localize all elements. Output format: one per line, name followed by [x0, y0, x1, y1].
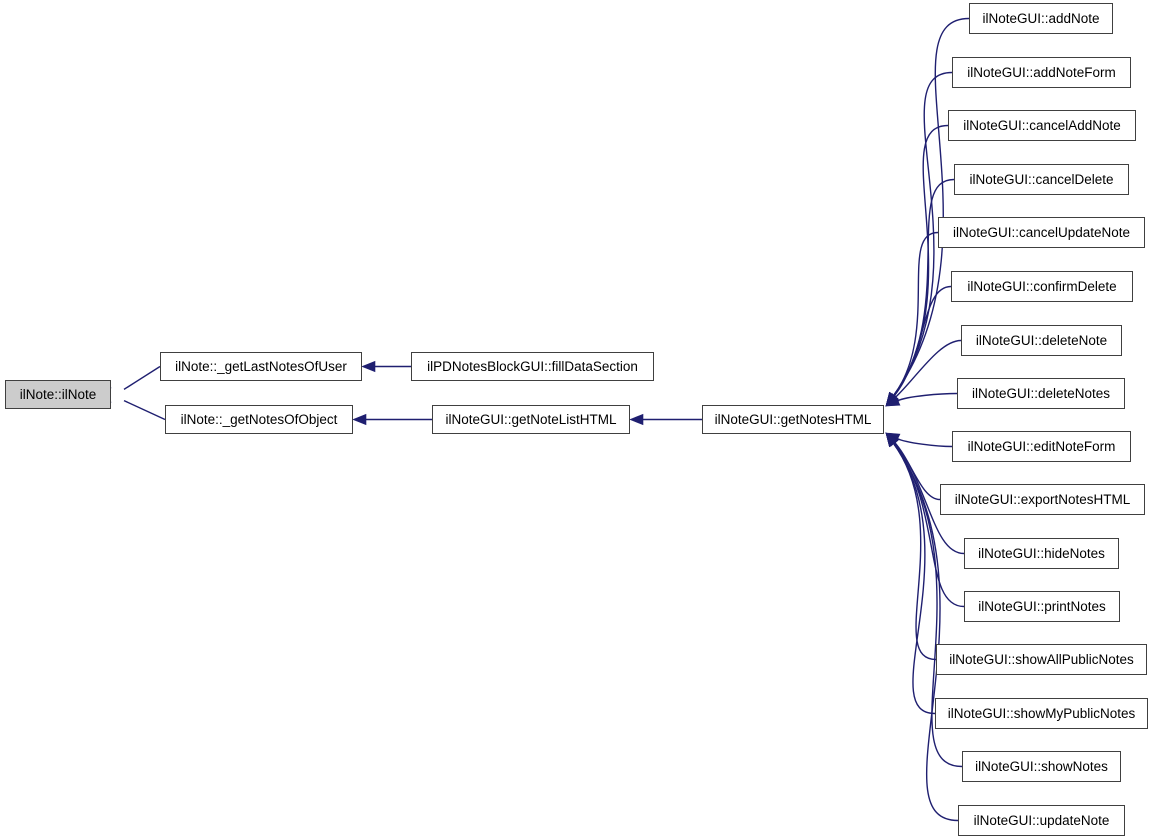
edge-addNote-to-getNotesHTML	[892, 17, 970, 397]
graph-node-label: ilNote::ilNote	[19, 386, 97, 402]
graph-node-addNoteForm[interactable]: ilNoteGUI::addNoteForm	[952, 57, 1131, 88]
graph-node-getNotesOfObject[interactable]: ilNote::_getNotesOfObject	[165, 405, 353, 434]
graph-node-label: ilNoteGUI::updateNote	[973, 812, 1110, 828]
graph-node-label: ilNoteGUI::exportNotesHTML	[954, 491, 1131, 507]
edge-deleteNote-to-getNotesHTML	[894, 339, 962, 399]
arrowhead-fillDataSection-to-getLastNotesOfUser	[361, 360, 376, 373]
graph-node-label: ilNoteGUI::editNoteForm	[967, 438, 1116, 454]
graph-node-cancelAddNote[interactable]: ilNoteGUI::cancelAddNote	[948, 110, 1136, 141]
graph-node-label: ilNoteGUI::cancelAddNote	[963, 117, 1121, 133]
graph-node-getNoteListHTML[interactable]: ilNoteGUI::getNoteListHTML	[432, 405, 630, 434]
graph-node-label: ilNoteGUI::showAllPublicNotes	[949, 651, 1134, 667]
graph-node-cancelUpdateNote[interactable]: ilNoteGUI::cancelUpdateNote	[938, 217, 1145, 248]
graph-node-ilNote_ilNote[interactable]: ilNote::ilNote	[5, 380, 111, 409]
graph-node-hideNotes[interactable]: ilNoteGUI::hideNotes	[964, 538, 1119, 569]
graph-node-updateNote[interactable]: ilNoteGUI::updateNote	[958, 805, 1125, 836]
graph-node-confirmDelete[interactable]: ilNoteGUI::confirmDelete	[951, 271, 1133, 302]
graph-node-label: ilNote::_getLastNotesOfUser	[175, 358, 347, 374]
graph-node-label: ilNoteGUI::showNotes	[975, 758, 1108, 774]
graph-node-label: ilNoteGUI::addNoteForm	[967, 64, 1116, 80]
graph-node-deleteNote[interactable]: ilNoteGUI::deleteNote	[961, 325, 1122, 356]
graph-node-label: ilNoteGUI::printNotes	[978, 598, 1106, 614]
graph-node-getNotesHTML[interactable]: ilNoteGUI::getNotesHTML	[702, 405, 884, 434]
graph-node-label: ilNoteGUI::getNoteListHTML	[445, 411, 617, 427]
graph-node-showNotes[interactable]: ilNoteGUI::showNotes	[962, 751, 1121, 782]
arrowhead-getNotesHTML-to-getNoteListHTML	[629, 413, 644, 426]
graph-node-deleteNotes[interactable]: ilNoteGUI::deleteNotes	[957, 378, 1125, 409]
edge-addNoteForm-to-getNotesHTML	[892, 71, 953, 397]
arrowhead-updateNote-to-getNotesHTML	[885, 432, 899, 448]
edge-hideNotes-to-getNotesHTML	[893, 441, 965, 555]
graph-node-fillDataSection[interactable]: ilPDNotesBlockGUI::fillDataSection	[411, 352, 654, 381]
edge-cancelAddNote-to-getNotesHTML	[892, 124, 949, 397]
edge-deleteNotes-to-getNotesHTML	[896, 392, 958, 402]
graph-node-label: ilNoteGUI::cancelDelete	[969, 171, 1114, 187]
graph-node-showAllPublicNotes[interactable]: ilNoteGUI::showAllPublicNotes	[936, 644, 1147, 675]
edge-updateNote-to-getNotesHTML	[892, 442, 959, 822]
graph-node-label: ilNoteGUI::getNotesHTML	[714, 411, 872, 427]
graph-node-exportNotesHTML[interactable]: ilNoteGUI::exportNotesHTML	[940, 484, 1145, 515]
graph-node-label: ilNoteGUI::deleteNotes	[971, 385, 1111, 401]
edge-showMyPublicNotes-to-getNotesHTML	[892, 442, 936, 715]
graph-node-label: ilNoteGUI::cancelUpdateNote	[952, 224, 1131, 240]
graph-node-label: ilNoteGUI::deleteNote	[975, 332, 1108, 348]
graph-node-showMyPublicNotes[interactable]: ilNoteGUI::showMyPublicNotes	[935, 698, 1148, 729]
edge-editNoteForm-to-getNotesHTML	[896, 437, 953, 448]
edge-getLastNotesOfUser-to-ilNote	[123, 365, 161, 390]
graph-node-label: ilNoteGUI::confirmDelete	[967, 278, 1117, 294]
edge-getNotesOfObject-to-ilNote	[123, 399, 166, 421]
edge-showAllPublicNotes-to-getNotesHTML	[892, 442, 937, 661]
graph-node-addNote[interactable]: ilNoteGUI::addNote	[969, 3, 1113, 34]
graph-node-label: ilNoteGUI::addNote	[982, 10, 1100, 26]
graph-node-label: ilNote::_getNotesOfObject	[180, 411, 338, 427]
arrowhead-getNoteListHTML-to-getNotesOfObject	[352, 413, 367, 426]
graph-node-getLastNotesOfUser[interactable]: ilNote::_getLastNotesOfUser	[160, 352, 362, 381]
graph-node-label: ilPDNotesBlockGUI::fillDataSection	[427, 358, 638, 374]
edge-confirmDelete-to-getNotesHTML	[893, 285, 952, 398]
graph-node-label: ilNoteGUI::showMyPublicNotes	[947, 705, 1136, 721]
graph-node-cancelDelete[interactable]: ilNoteGUI::cancelDelete	[954, 164, 1129, 195]
arrowhead-deleteNotes-to-getNotesHTML	[885, 395, 901, 407]
graph-node-editNoteForm[interactable]: ilNoteGUI::editNoteForm	[952, 431, 1131, 462]
graph-node-printNotes[interactable]: ilNoteGUI::printNotes	[964, 591, 1120, 622]
graph-node-label: ilNoteGUI::hideNotes	[978, 545, 1105, 561]
edge-cancelUpdateNote-to-getNotesHTML	[892, 231, 939, 397]
